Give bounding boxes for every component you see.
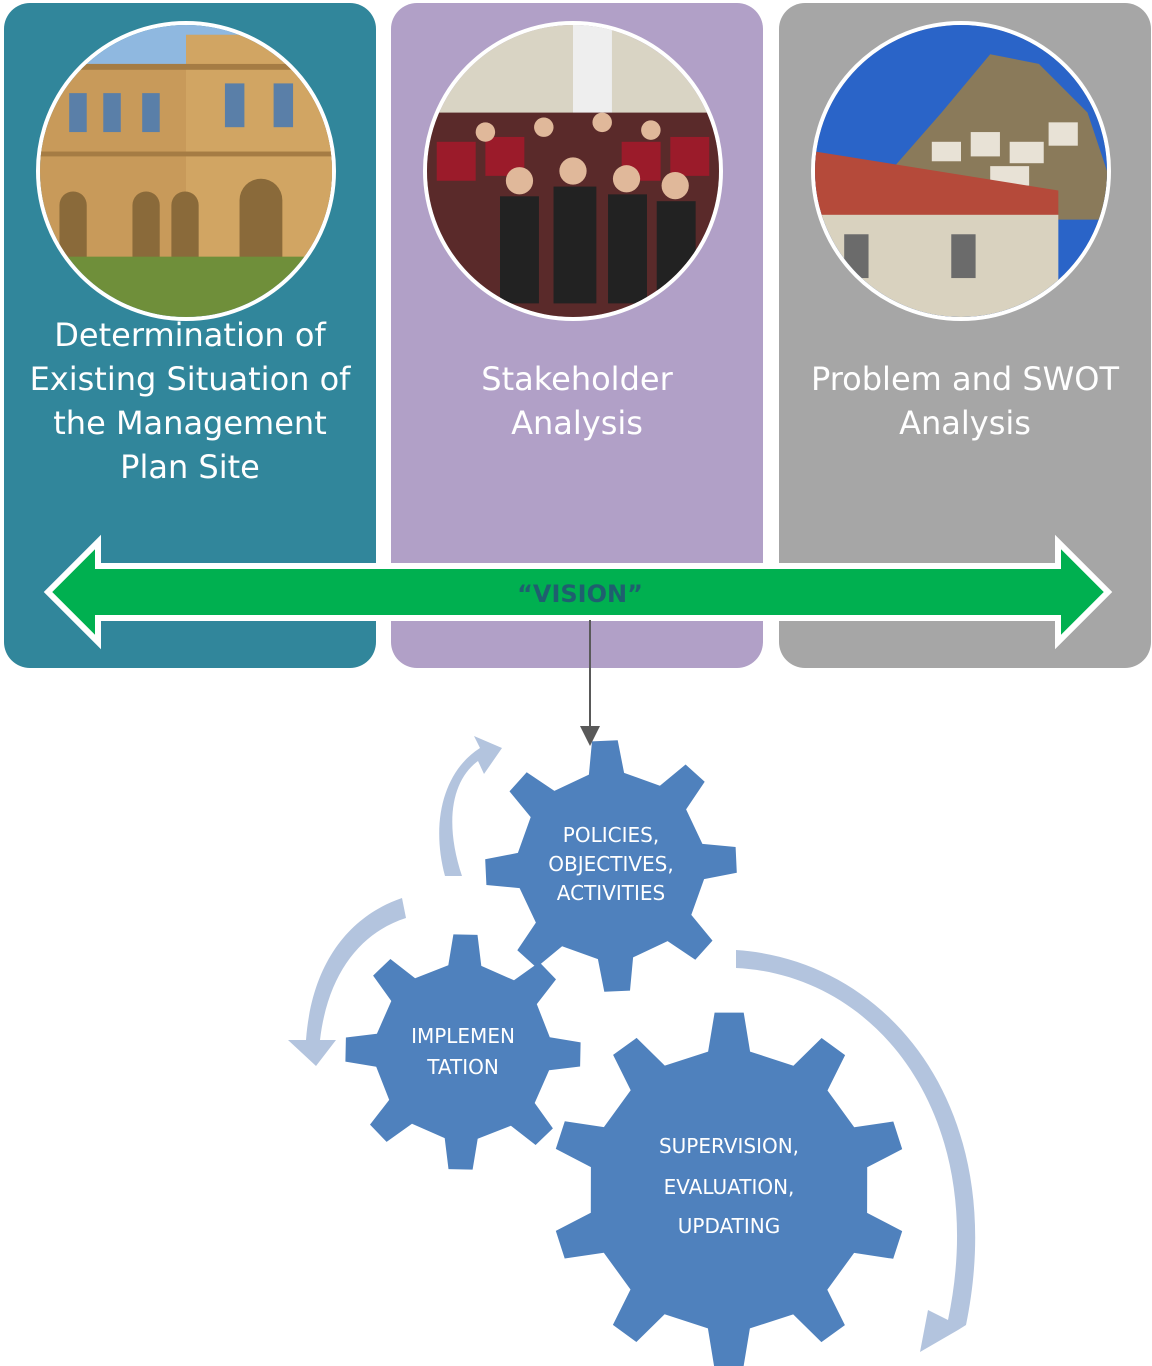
panel-title: Stakeholder Analysis bbox=[481, 360, 673, 442]
svg-text:UPDATING: UPDATING bbox=[678, 1214, 780, 1238]
stakeholder-meeting-photo bbox=[423, 21, 723, 321]
gear-policies-label: POLICIES, OBJECTIVES, ACTIVITIES bbox=[548, 823, 673, 905]
svg-text:OBJECTIVES,: OBJECTIVES, bbox=[548, 852, 673, 876]
gear-policies bbox=[485, 740, 737, 992]
panel-title: Problem and SWOT Analysis bbox=[810, 360, 1120, 442]
gear-implementation bbox=[345, 934, 581, 1170]
cycle-arrow-right bbox=[736, 950, 976, 1352]
svg-text:TATION: TATION bbox=[426, 1055, 499, 1079]
cycle-arrows bbox=[288, 736, 976, 1352]
panel-stakeholder-analysis: Stakeholder Analysis bbox=[391, 3, 763, 668]
panel-problem-swot-analysis: Problem and SWOT Analysis bbox=[779, 3, 1151, 668]
svg-text:EVALUATION,: EVALUATION, bbox=[664, 1175, 795, 1199]
hillside-town-photo bbox=[811, 21, 1111, 321]
vision-double-arrow bbox=[43, 534, 1113, 650]
cycle-arrow-top bbox=[439, 736, 502, 876]
cycle-arrow-left bbox=[288, 898, 406, 1066]
svg-text:SUPERVISION,: SUPERVISION, bbox=[659, 1134, 799, 1158]
gear-supervision-label: SUPERVISION, EVALUATION, UPDATING bbox=[659, 1134, 799, 1238]
vision-label: “VISION” bbox=[517, 580, 643, 608]
svg-text:ACTIVITIES: ACTIVITIES bbox=[557, 881, 665, 905]
gear-supervision bbox=[555, 1012, 903, 1366]
svg-text:IMPLEMEN: IMPLEMEN bbox=[411, 1024, 515, 1048]
gear-implementation-label: IMPLEMEN TATION bbox=[411, 1024, 515, 1079]
panel-existing-situation: Determination of Existing Situation of t… bbox=[4, 3, 376, 668]
svg-text:POLICIES,: POLICIES, bbox=[563, 823, 659, 847]
panel-title: Determination of Existing Situation of t… bbox=[29, 316, 351, 486]
